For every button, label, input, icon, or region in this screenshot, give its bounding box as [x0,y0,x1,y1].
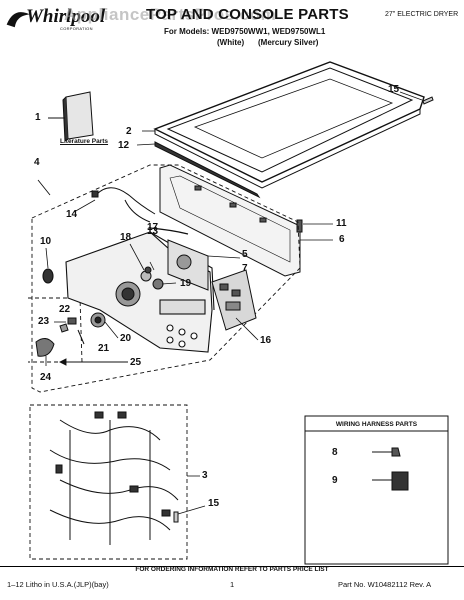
ordering-note: FOR ORDERING INFORMATION REFER TO PARTS … [135,566,329,573]
page-title: TOP AND CONSOLE PARTS [146,6,349,23]
litho-note: 1–12 Litho in U.S.A.(JLP)(bay) [7,580,109,589]
screw-part-11 [296,219,333,233]
whirlpool-logo-swirl [6,12,30,28]
callout-16: 16 [260,335,272,346]
callout-24: 24 [40,372,52,383]
callout-4: 4 [34,157,40,168]
part-number: Part No. W10482112 Rev. A [338,580,432,589]
console-assembly-outline-part-4 [28,164,301,393]
model-numbers: For Models: WED9750WW1, WED9750WL1 [164,27,326,36]
knob-parts-22-23-21-24 [35,317,85,366]
callout-1: 1 [35,112,41,123]
callout-22: 22 [59,304,71,315]
literature-parts-label: Literature Parts [60,138,109,145]
rotary-switch-part-20 [90,281,141,339]
footer-divider [0,566,464,567]
wiring-harness-part-3 [29,404,200,560]
callout-18: 18 [120,232,132,243]
callout-2: 2 [126,126,132,137]
callout-9: 9 [332,475,338,486]
callout-20: 20 [120,333,132,344]
callout-3: 3 [202,470,208,481]
callout-15-bottom: 15 [208,498,220,509]
assembly-arrow-part-25 [58,358,128,366]
wiring-harness-parts-box [304,415,449,565]
callout-11: 11 [336,218,347,229]
callout-12: 12 [118,140,130,151]
screw-part-15-top [399,91,434,105]
screw-part-15-bottom [173,505,206,523]
ui-board-part-7 [149,227,241,291]
literature-book-part-1 [48,91,94,142]
callout-7: 7 [242,263,248,274]
whirlpool-logo: Whirlpool CORPORATION [6,6,106,31]
callout-17: 17 [147,222,159,233]
callout-23: 23 [38,316,50,327]
knob-parts-18-13-19 [129,243,177,290]
callout-19: 19 [180,278,192,289]
callout-5: 5 [242,249,248,260]
top-seal-part-12 [136,141,261,199]
dryer-top-part-2 [142,61,425,189]
callout-10: 10 [40,236,52,247]
callout-21: 21 [98,343,110,354]
callout-14: 14 [66,209,78,220]
watermark: AppliancePartsPros.com [64,5,277,24]
console-bracket-part-6 [159,164,333,277]
wiring-harness-title: WIRING HARNESS PARTS [335,421,418,428]
color-silver: (Mercury Silver) [258,38,319,47]
color-white: (White) [217,38,245,47]
callout-6: 6 [339,234,345,245]
callout-25: 25 [130,357,142,368]
brand-name: Whirlpool [26,6,106,27]
callout-8: 8 [332,447,338,458]
brand-subtitle: CORPORATION [60,26,93,31]
wire-connector-part-14 [73,187,156,223]
page-number: 1 [230,580,235,589]
callout-13: 13 [147,226,159,237]
product-subtitle: 27" ELECTRIC DRYER [385,11,459,18]
callout-15-top: 15 [388,84,400,95]
control-board-part-16 [211,269,259,341]
